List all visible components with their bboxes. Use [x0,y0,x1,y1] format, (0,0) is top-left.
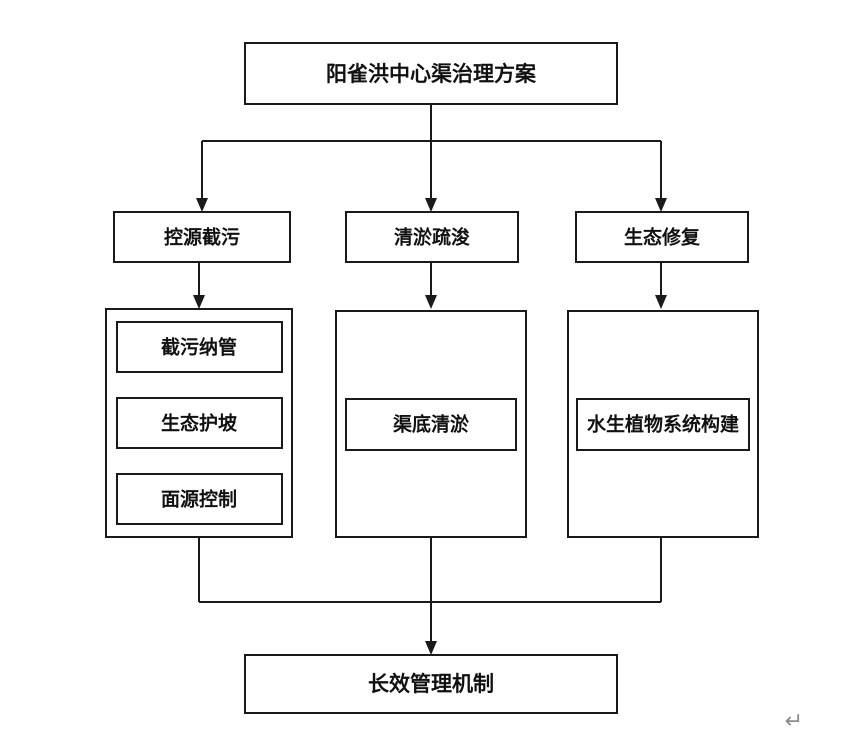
arrow-root-to-branch-3 [655,198,667,212]
paragraph-mark-icon: ↵ [784,709,803,734]
node-group-1-item-1[interactable]: 截污纳管 [116,321,283,373]
node-branch-3-label: 生态修复 [624,226,701,249]
node-branch-2-box[interactable] [345,211,519,263]
connectors-branches-to-groups [193,262,667,309]
node-group-1-item-2[interactable]: 生态护坡 [116,397,283,449]
group-2-container: 渠底清淤 [335,310,527,538]
node-branch-3[interactable]: 生态修复 [575,211,749,263]
group-3-container: 水生植物系统构建 [567,310,759,538]
arrow-branch-2-to-group-2 [425,295,437,309]
node-group-1-item-3-box[interactable] [116,473,283,525]
connectors-root-to-branches [196,104,667,212]
node-root[interactable]: 阳雀洪中心渠治理方案 [244,42,618,105]
arrow-root-to-branch-2 [425,198,437,212]
node-root-box[interactable] [244,42,618,105]
node-footer-label: 长效管理机制 [368,672,494,696]
arrow-branch-3-to-group-3 [655,295,667,309]
node-branch-1-label: 控源截污 [164,226,240,249]
arrow-to-footer [425,641,437,655]
node-root-label: 阳雀洪中心渠治理方案 [326,62,537,86]
node-branch-1-box[interactable] [113,211,291,263]
group-1-container: 截污纳管 生态护坡 面源控制 [105,308,293,538]
node-group-2-item-1-label: 渠底清淤 [393,413,469,436]
node-branch-2-label: 清淤疏浚 [394,226,470,249]
node-branch-3-box[interactable] [575,211,749,263]
node-footer-box[interactable] [244,654,618,714]
node-group-3-item-1[interactable]: 水生植物系统构建 [576,398,750,451]
arrow-branch-1-to-group-1 [193,295,205,309]
node-group-1-item-2-label: 生态护坡 [161,412,238,435]
node-group-3-item-1-box[interactable] [576,398,750,451]
arrow-root-to-branch-1 [196,198,208,212]
node-branch-2[interactable]: 清淤疏浚 [345,211,519,263]
node-group-1-item-3-label: 面源控制 [161,488,237,511]
node-group-1-item-2-box[interactable] [116,397,283,449]
node-group-2-item-1[interactable]: 渠底清淤 [345,398,517,451]
node-group-1-item-1-box[interactable] [116,321,283,373]
node-branch-1[interactable]: 控源截污 [113,211,291,263]
node-group-2-item-1-box[interactable] [345,398,517,451]
node-group-1-item-1-label: 截污纳管 [161,336,237,359]
node-group-3-item-1-label: 水生植物系统构建 [587,413,739,436]
connectors-groups-to-footer [198,537,662,655]
node-footer[interactable]: 长效管理机制 [244,654,618,714]
node-group-1-item-3[interactable]: 面源控制 [116,473,283,525]
